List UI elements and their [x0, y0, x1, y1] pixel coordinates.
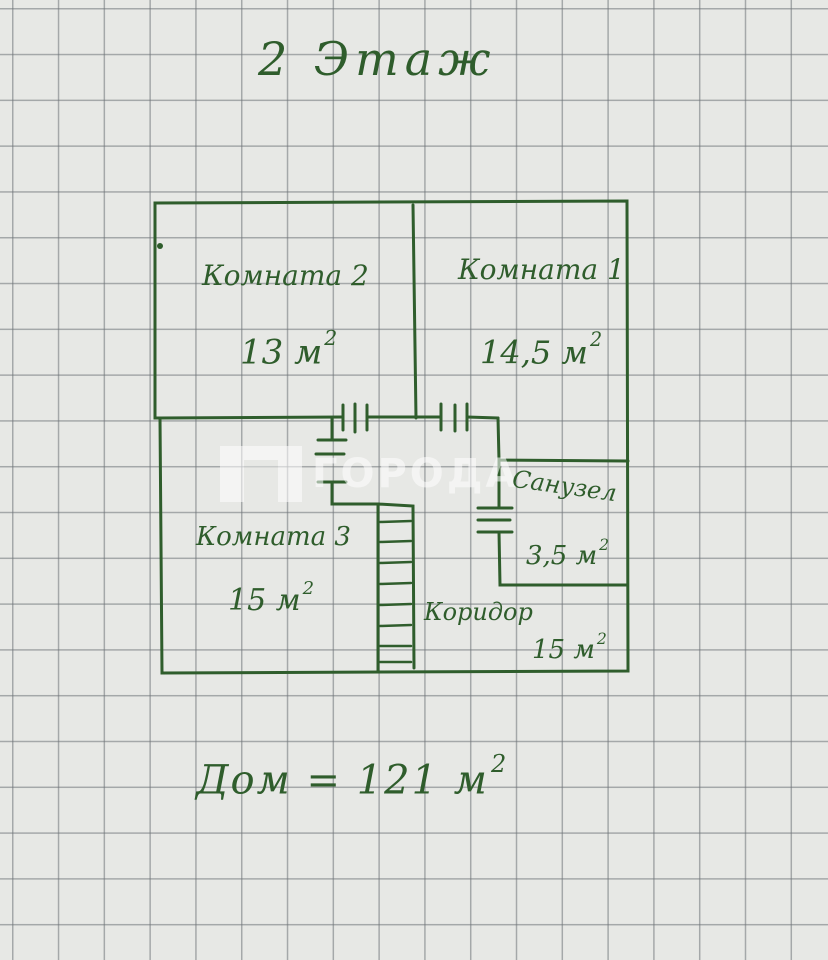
total-area-exp: 2 — [490, 750, 509, 778]
room-3-name: Комната 3 — [196, 522, 351, 552]
total-area-value: Дом = 121 м — [196, 757, 489, 804]
wall-room2-room1 — [411, 203, 418, 420]
pen-dot — [157, 243, 163, 249]
room-3-area-exp: 2 — [302, 578, 315, 599]
room-2-area: 13 м2 — [240, 326, 338, 373]
outer-wall — [153, 199, 630, 675]
room-2-area-exp: 2 — [324, 326, 338, 350]
corridor-area-exp: 2 — [596, 630, 607, 648]
watermark: ГОРОДА — [220, 446, 519, 502]
room-1-name: Комната 1 — [458, 253, 625, 286]
stair-outline — [376, 502, 416, 670]
room-3-area-value: 15 м — [228, 583, 301, 619]
door-room1 — [439, 402, 469, 433]
stair-steps — [378, 519, 413, 664]
door-bathroom — [476, 506, 514, 534]
total-area: Дом = 121 м2 — [196, 752, 508, 801]
room-2-name: Комната 2 — [202, 259, 369, 292]
watermark-logo-icon — [220, 446, 302, 502]
room-2-area-value: 13 м — [240, 332, 323, 373]
watermark-text: ГОРОДА — [312, 451, 520, 497]
corridor-name: Коридор — [424, 598, 533, 626]
room-1-area-value: 14,5 м — [480, 333, 588, 372]
wall-room3-stair — [330, 416, 380, 674]
door-room2 — [341, 402, 369, 434]
door-room3 — [314, 438, 348, 484]
wall-bathroom — [496, 416, 630, 587]
bathroom-area-exp: 2 — [599, 536, 610, 554]
wall-rooms-top — [158, 415, 500, 420]
room-1-area-exp: 2 — [589, 328, 603, 351]
corridor-area-value: 15 м — [532, 635, 595, 666]
bathroom-area-value: 3,5 м — [526, 541, 598, 572]
floor-title: 2 Этаж — [258, 32, 497, 86]
